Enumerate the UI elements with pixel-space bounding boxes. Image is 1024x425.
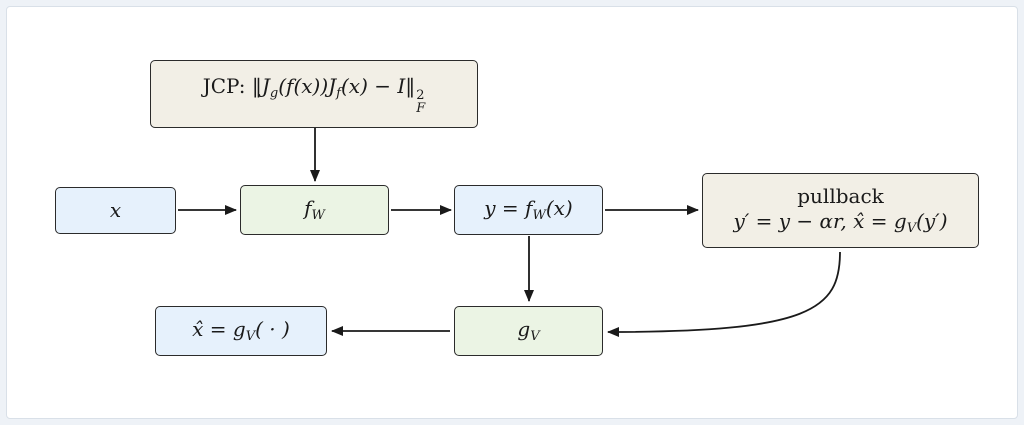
decoder-gv-subscript: V [530,328,540,344]
decoder-gv-box: gV [454,306,603,356]
jcp-formula-head: ‖J [251,73,270,98]
encoder-fw-box: fW [240,185,389,235]
jcp-prefix: JCP: [202,73,246,98]
output-xhat-post: ( · ) [255,316,290,341]
output-xhat-subscript: V [245,328,256,344]
jcp-formula-tail: (x) − I‖ [340,73,416,98]
jcp-f-subscript: f [336,85,341,101]
jcp-norm-subscript: F [416,100,426,116]
pullback-formula-a: y′ = y − αr, x̂ = g [733,208,907,233]
pullback-title: pullback [797,183,884,208]
decoder-gv-label: g [517,316,531,341]
input-x-label: x [109,198,122,222]
output-xhat-box: x̂ = gV( · ) [155,306,327,356]
pullback-box: pullback y′ = y − αr, x̂ = gV(y′) [702,173,979,248]
pullback-formula-subscript: V [906,220,917,236]
jcp-norm-power: 2 [416,87,425,103]
latent-y-box: y = fW(x) [454,185,603,235]
jcp-formula-mid: (f(x))J [278,73,337,98]
input-x-box: x [55,187,176,234]
latent-y-subscript: W [532,207,546,223]
pullback-formula-b: (y′) [916,208,948,233]
latent-y-pre: y = f [484,195,533,220]
latent-y-post: (x) [545,195,573,220]
edge-pullback-to-gv [607,251,841,337]
encoder-fw-subscript: W [311,207,325,223]
encoder-fw-label: f [304,195,312,220]
output-xhat-pre: x̂ = g [192,316,246,341]
jcp-g-subscript: g [269,85,279,101]
